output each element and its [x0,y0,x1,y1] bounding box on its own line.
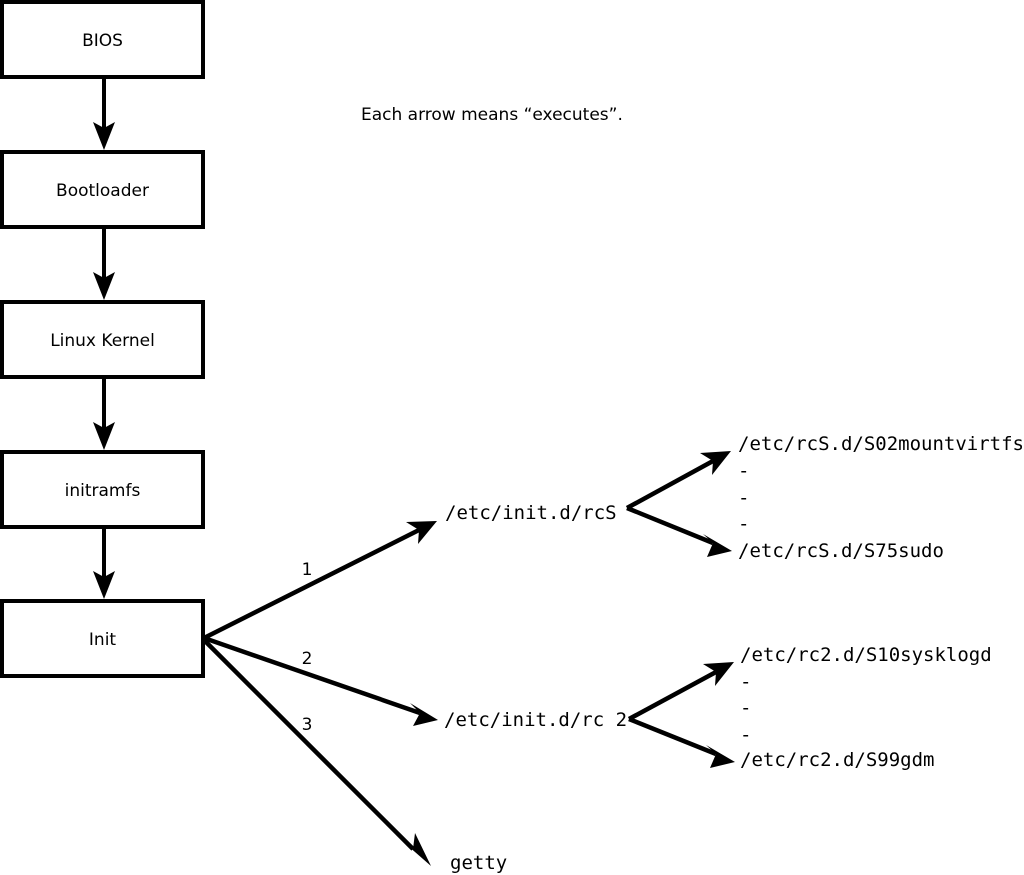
arrow-rc2-to-first-script [627,662,734,721]
rcs-script-first-label: /etc/rcS.d/S02mountvirtfs [738,433,1024,455]
edge-number-3: 3 [302,715,313,735]
node-init-box [0,599,205,678]
node-bootloader[interactable]: Bootloader [0,150,205,229]
arrow-rcs-to-last-script [626,505,732,557]
arrow-init-to-rcs [202,521,437,641]
arrow-bootloader-to-kernel [93,227,115,300]
arrow-initramfs-to-init [93,527,115,599]
edge-number-2: 2 [302,649,313,669]
rcs-ellipsis-dash-3: - [738,513,749,535]
node-init[interactable]: Init [0,599,205,678]
node-bios[interactable]: BIOS [0,0,205,79]
rc2-ellipsis-dash-2: - [740,697,751,719]
arrow-kernel-to-initramfs [93,377,115,450]
rcs-script-last-label: /etc/rcS.d/S75sudo [738,540,944,562]
rc2-script-first-label: /etc/rc2.d/S10sysklogd [740,644,992,666]
edge-number-1: 1 [302,560,313,580]
node-linux-kernel[interactable]: Linux Kernel [0,300,205,379]
rc2-script-last-label: /etc/rc2.d/S99gdm [740,749,934,771]
diagram-caption: Each arrow means “executes”. [361,105,623,125]
node-bootloader-label: Bootloader [56,181,149,201]
rcs-ellipsis-dash-1: - [738,460,749,482]
node-init-label: Init [89,630,117,650]
rc2-ellipsis-dash-1: - [740,671,751,693]
node-bios-label: BIOS [82,31,123,51]
arrow-init-to-getty [202,638,431,866]
rcs-ellipsis-dash-2: - [738,487,749,509]
arrow-rc2-to-last-script [628,716,735,768]
arrow-rcs-to-first-script [625,451,731,510]
node-bios-box [0,0,205,79]
branch-target-rc2-label: /etc/init.d/rc 2 [444,709,627,731]
arrow-init-to-rc2 [203,635,438,726]
node-linux-kernel-label: Linux Kernel [50,331,155,351]
branch-target-getty-label: getty [450,852,507,874]
rc2-ellipsis-dash-3: - [740,724,751,746]
node-initramfs[interactable]: initramfs [0,450,205,529]
node-initramfs-box [0,450,205,529]
arrow-bios-to-bootloader [93,77,115,150]
branch-target-rcs-label: /etc/init.d/rcS [445,502,617,524]
node-initramfs-label: initramfs [65,481,141,501]
